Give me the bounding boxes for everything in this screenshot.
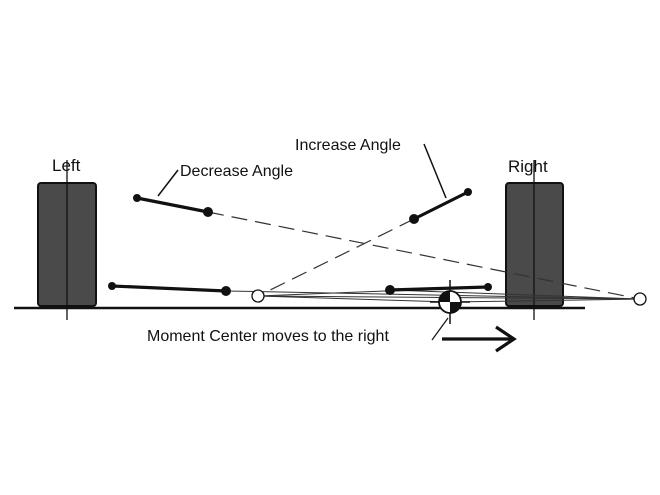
convergence-line	[449, 298, 641, 303]
right-instant-center	[633, 292, 647, 306]
left-tire	[37, 160, 97, 320]
lower-left-control-arm	[108, 282, 231, 296]
convergence-line	[389, 289, 641, 300]
upper-left-projection	[207, 211, 641, 300]
upper-right-control-arm	[409, 188, 472, 224]
moment-center-label: Moment Center moves to the right	[147, 328, 389, 345]
right-label: Right	[508, 157, 548, 176]
right-arrow-icon	[442, 325, 517, 353]
left-instant-center	[251, 289, 265, 303]
moment-center-leader	[431, 317, 449, 341]
convergence-line	[257, 295, 451, 303]
upper-left-control-arm	[133, 194, 213, 217]
decrease-angle-label: Decrease Angle	[180, 163, 293, 180]
upper-right-projection	[257, 218, 415, 297]
decrease-angle-leader	[157, 169, 179, 197]
left-label: Left	[52, 156, 81, 175]
lower-right-control-arm	[385, 283, 492, 295]
checkered-circle-icon	[430, 280, 470, 324]
increase-angle-label: Increase Angle	[295, 137, 401, 154]
convergence-line	[225, 290, 641, 300]
increase-angle-leader	[423, 143, 447, 199]
